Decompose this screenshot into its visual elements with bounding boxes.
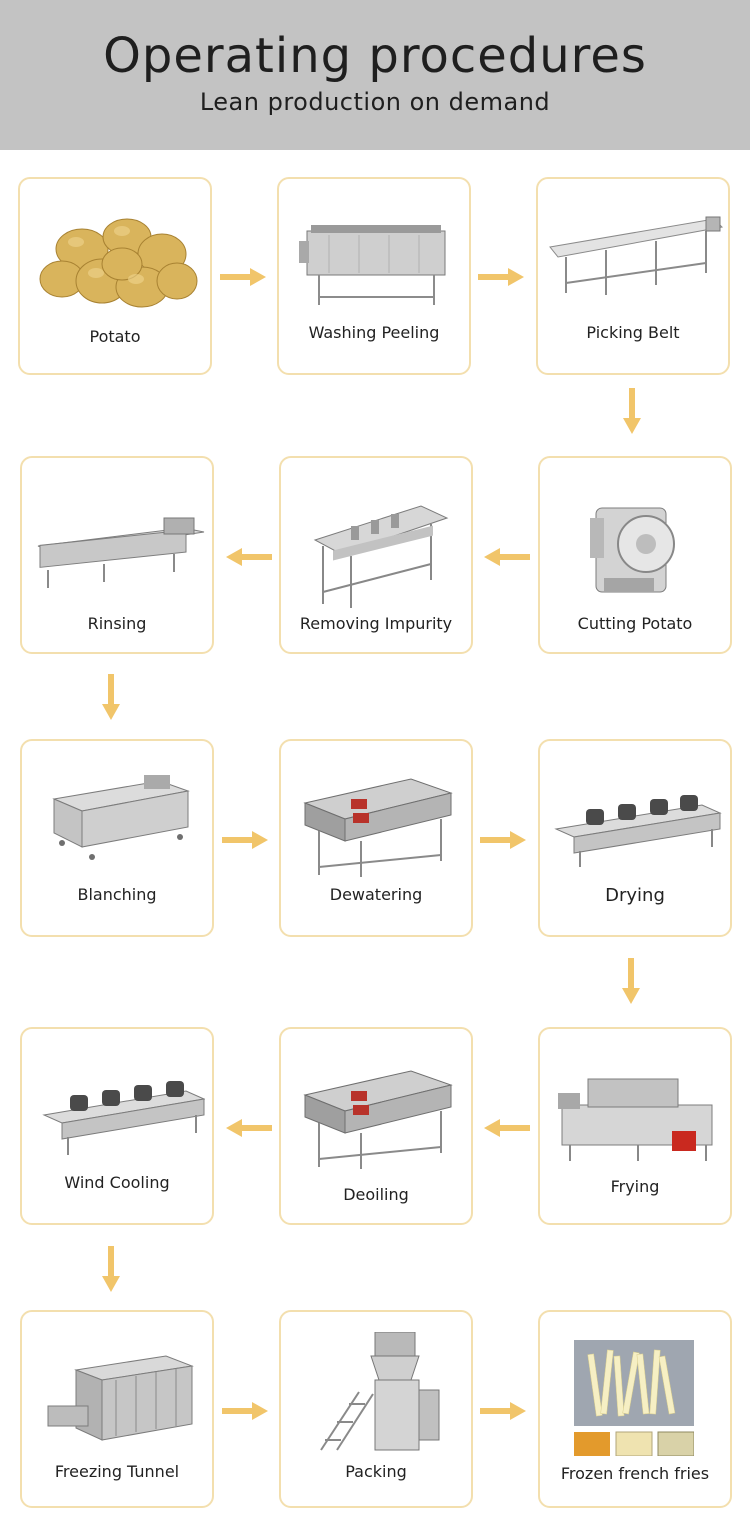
step-label: Picking Belt [586, 323, 680, 342]
step-label: Potato [89, 327, 141, 346]
step-label: Frying [610, 1177, 660, 1196]
arrow-down-icon [622, 958, 640, 1004]
arrow-right-icon [222, 831, 268, 849]
blanching-machine-icon [52, 775, 190, 860]
step-label: Wind Cooling [64, 1173, 170, 1192]
step-card-rinsing: Rinsing [20, 456, 214, 654]
arrow-left-icon [484, 548, 530, 566]
step-card-washing-peeling: Washing Peeling [277, 177, 471, 375]
step-card-potato: Potato [18, 177, 212, 375]
arrow-left-icon [484, 1119, 530, 1137]
arrow-right-icon [222, 1402, 268, 1420]
step-card-wind-cooling: Wind Cooling [20, 1027, 214, 1225]
fryer-icon [558, 1078, 713, 1161]
deoiling-machine-icon [303, 1070, 453, 1169]
french-fries-icon [574, 1340, 694, 1456]
washing-peeling-machine-icon [299, 225, 446, 305]
arrow-right-icon [480, 1402, 526, 1420]
page-title: Operating procedures [103, 28, 647, 84]
step-label: Frozen french fries [560, 1464, 710, 1483]
step-label: Removing Impurity [299, 614, 453, 633]
wind-cooling-machine-icon [42, 1081, 205, 1155]
step-card-blanching: Blanching [20, 739, 214, 937]
step-label: Drying [605, 885, 665, 906]
step-label: Deoiling [343, 1185, 409, 1204]
step-label: Freezing Tunnel [54, 1462, 180, 1481]
arrow-left-icon [226, 548, 272, 566]
step-card-frying: Frying [538, 1027, 732, 1225]
picking-belt-icon [549, 216, 724, 295]
rinsing-machine-icon [37, 517, 205, 588]
arrow-right-icon [478, 268, 524, 286]
header-banner: Operating procedures Lean production on … [0, 0, 750, 150]
step-card-cutting-potato: Cutting Potato [538, 456, 732, 654]
arrow-down-icon [623, 388, 641, 434]
page-subtitle: Lean production on demand [199, 88, 551, 116]
step-label: Blanching [77, 885, 157, 904]
step-card-deoiling: Deoiling [279, 1027, 473, 1225]
arrow-right-icon [220, 268, 266, 286]
arrow-down-icon [102, 674, 120, 720]
arrow-left-icon [226, 1119, 272, 1137]
step-label: Cutting Potato [577, 614, 693, 633]
step-card-drying: Drying [538, 739, 732, 937]
arrow-down-icon [102, 1246, 120, 1292]
freezing-tunnel-icon [47, 1355, 194, 1441]
impurity-removal-machine-icon [313, 505, 449, 608]
dewatering-machine-icon [303, 778, 453, 877]
step-label: Washing Peeling [308, 323, 440, 342]
step-card-removing-impurity: Removing Impurity [279, 456, 473, 654]
step-label: Dewatering [329, 885, 423, 904]
step-label: Rinsing [87, 614, 147, 633]
step-card-frozen-french-fries: Frozen french fries [538, 1310, 732, 1508]
packing-machine-icon [320, 1332, 440, 1451]
potato-icon [39, 218, 198, 308]
step-card-picking-belt: Picking Belt [536, 177, 730, 375]
arrow-right-icon [480, 831, 526, 849]
cutting-machine-icon [590, 507, 675, 593]
step-label: Packing [345, 1462, 407, 1481]
step-card-packing: Packing [279, 1310, 473, 1508]
drying-machine-icon [554, 795, 722, 867]
step-card-dewatering: Dewatering [279, 739, 473, 937]
step-card-freezing-tunnel: Freezing Tunnel [20, 1310, 214, 1508]
